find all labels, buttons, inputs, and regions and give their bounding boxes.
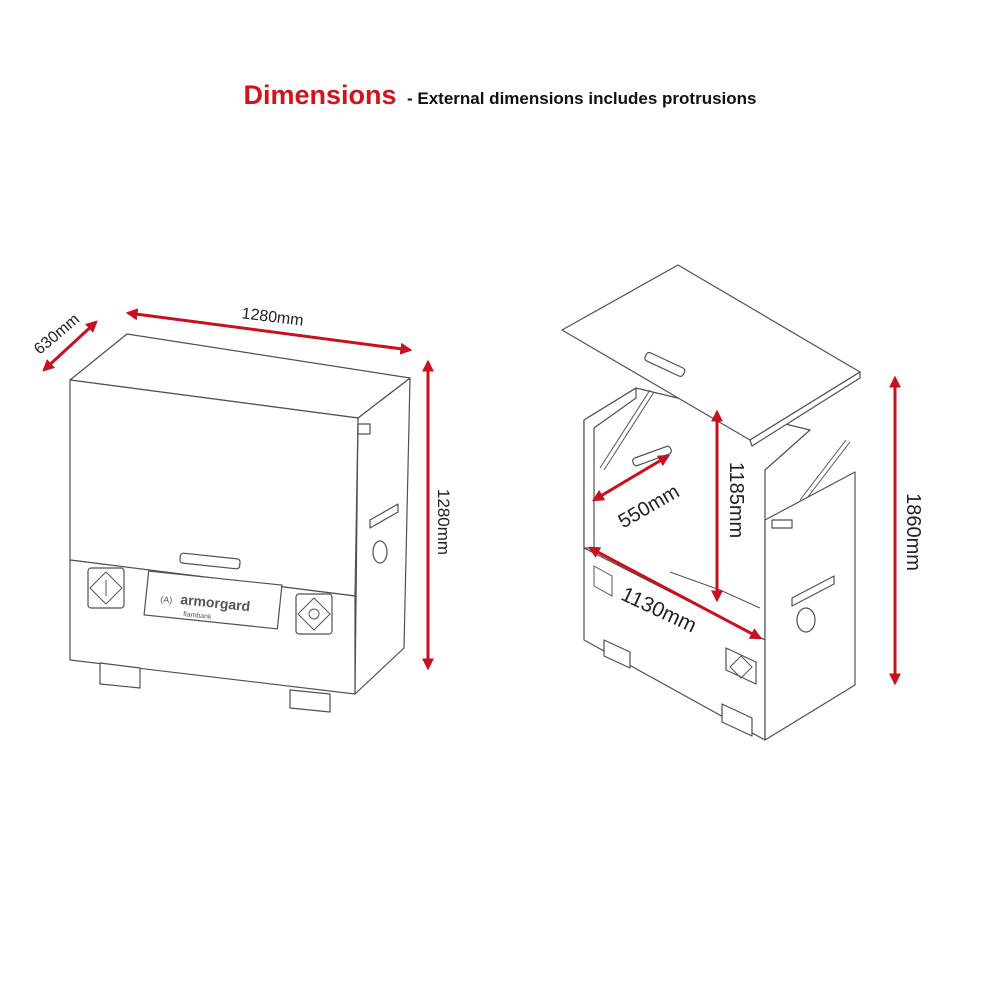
gas-strut-right [799, 439, 847, 501]
closed-box-side-emblem [372, 540, 388, 564]
page-subtitle: - External dimensions includes protrusio… [406, 89, 757, 108]
open-inner-height-label: 1185mm [725, 462, 747, 538]
hazard-sign-right [295, 593, 333, 635]
brand-name: armorgard [180, 591, 251, 614]
open-box-side-emblem [796, 607, 816, 633]
open-box-foot-right [721, 703, 753, 737]
closed-box-handle [179, 552, 241, 570]
closed-box-drawing: (A) armorgard flambank 630mm 1280mm 1280… [31, 305, 453, 713]
open-box-lid-handle [644, 351, 686, 378]
page-header: Dimensions - External dimensions include… [0, 80, 1000, 111]
open-depth-arrow [591, 454, 671, 502]
closed-depth-arrow [42, 320, 98, 372]
brand-logo-icon: (A) [160, 594, 173, 605]
open-overall-height-label: 1860mm [902, 493, 924, 571]
open-box-drawing: 550mm 1185mm 1130mm 1860mm [561, 264, 924, 741]
brand-model: flambank [183, 611, 212, 621]
open-width-arrow [587, 546, 763, 640]
open-hazard-sign-right [725, 647, 757, 685]
open-box-side-handle [791, 575, 835, 607]
closed-width-arrow [125, 308, 413, 355]
closed-box-foot-right [289, 689, 331, 713]
open-box-foot-left [603, 639, 631, 669]
closed-box-foot-left [99, 662, 141, 689]
open-box-side-panel [764, 471, 856, 741]
page-title: Dimensions [243, 80, 397, 110]
closed-width-label: 1280mm [241, 305, 305, 329]
open-box-label-plate [771, 519, 793, 529]
closed-height-label: 1280mm [434, 489, 453, 555]
closed-box-lock [357, 423, 371, 435]
gas-strut-right-b [803, 441, 851, 503]
brand-panel [143, 570, 283, 630]
closed-box-side-handle [369, 503, 399, 529]
closed-depth-label: 630mm [31, 311, 83, 358]
hazard-sign-left [87, 567, 125, 609]
open-box-lid-edge [749, 371, 861, 447]
